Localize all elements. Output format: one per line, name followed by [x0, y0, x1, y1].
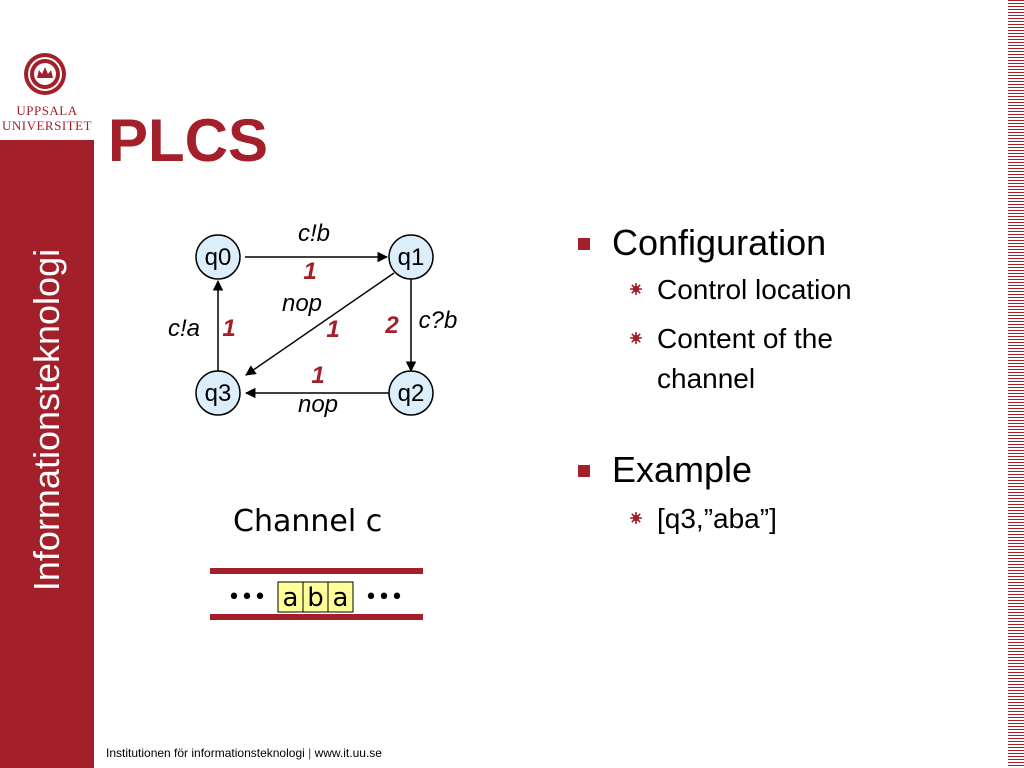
sub-bullet-text: Control location [657, 274, 852, 305]
university-name-line2: UNIVERSITET [2, 118, 92, 133]
state-label-q0: q0 [205, 244, 232, 271]
state-q3 [195, 370, 241, 416]
edge-weight-q2-q3: 1 [311, 362, 324, 389]
edge-label-q0-q1: c!b [298, 220, 330, 247]
starburst-bullet-icon [630, 283, 642, 295]
bullet-text: Configuration [612, 222, 827, 263]
edge-label-q3-q0: c!a [168, 315, 200, 342]
sub-bullet-control-location: Control location [630, 270, 998, 310]
state-label-q3: q3 [205, 380, 232, 407]
university-logo: UPPSALA UNIVERSITET [0, 0, 94, 140]
edge-label-q1-q2: c?b [419, 307, 458, 334]
square-bullet-icon [578, 238, 590, 250]
channel-title: Channel c [233, 504, 383, 539]
edge-weight-q1-q2: 2 [384, 312, 399, 339]
department-vertical-label: Informationsteknologi [26, 248, 67, 592]
decorative-stripe [1008, 0, 1024, 768]
sub-bullet-text: Content of the channel [657, 323, 833, 394]
bullet-text: Example [612, 449, 753, 490]
state-label-q2: q2 [398, 380, 425, 407]
sidebar: UPPSALA UNIVERSITET Informationsteknolog… [0, 0, 94, 768]
footer-separator: | [308, 746, 312, 760]
channel-left-ellipsis: ••• [228, 585, 267, 610]
edge-q1-q3 [245, 272, 395, 376]
bullet-configuration: Configuration [578, 222, 998, 264]
footer-department: Institutionen för informationsteknologi [106, 746, 305, 760]
state-q0 [195, 234, 241, 280]
sub-bullet-channel-content: Content of the channel [630, 319, 998, 399]
state-label-q1: q1 [398, 244, 425, 271]
channel-cell-3 [327, 581, 354, 613]
edge-label-q1-q3: nop [282, 290, 322, 317]
sub-bullet-text: [q3,”aba”] [657, 503, 777, 534]
edge-label-q2-q3: nop [298, 391, 338, 418]
edge-weight-q0-q1: 1 [303, 258, 316, 285]
channel-right-ellipsis: ••• [365, 585, 404, 610]
footer-url-link[interactable]: www.it.uu.se [314, 746, 382, 760]
square-bullet-icon [578, 465, 590, 477]
bullet-example: Example [578, 449, 998, 491]
bullet-list: Configuration Control location Content o… [578, 222, 998, 539]
university-seal-icon [24, 53, 66, 95]
university-name-line1: UPPSALA [16, 103, 78, 118]
channel-cell-3-label: a [333, 583, 349, 613]
edge-weight-q1-q3: 1 [326, 316, 339, 343]
starburst-bullet-icon [630, 332, 642, 344]
state-q2 [388, 370, 434, 416]
channel-buffer: ••• a b a ••• [210, 568, 423, 620]
page-title: PLCS [108, 107, 269, 174]
sub-bullet-example-value: [q3,”aba”] [630, 499, 998, 539]
starburst-bullet-icon [630, 512, 642, 524]
state-q1 [388, 234, 434, 280]
edge-weight-q3-q0: 1 [222, 315, 235, 342]
automaton-diagram: q0 q1 q2 q3 c!b 1 nop 1 2 c?b 1 nop c!a … [168, 220, 458, 418]
channel-cell-2-label: b [307, 583, 324, 613]
footer: Institutionen för informationsteknologi … [106, 746, 382, 760]
channel-cell-1-label: a [283, 583, 299, 613]
